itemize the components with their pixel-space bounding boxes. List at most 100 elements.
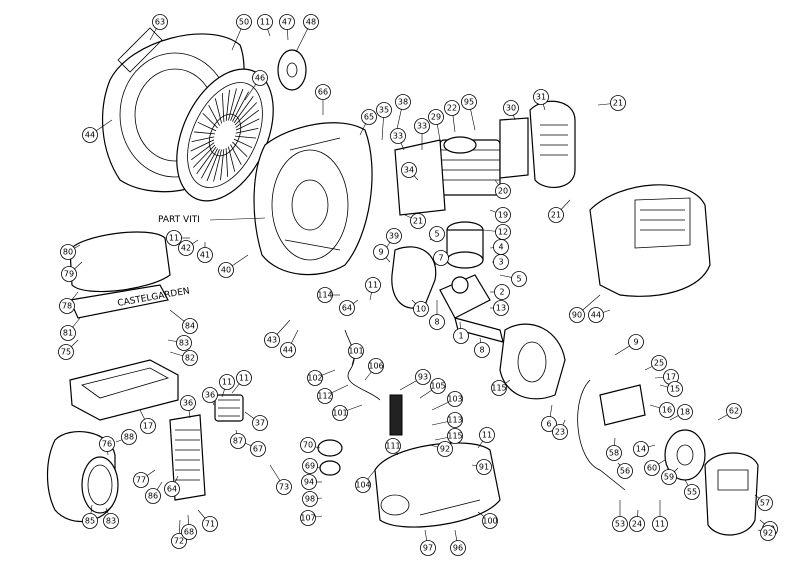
callout-circle bbox=[447, 412, 463, 428]
callout-number: 78 bbox=[62, 302, 72, 311]
cylinder bbox=[394, 136, 501, 216]
callout-58: 58 bbox=[606, 445, 622, 461]
callout-number: 14 bbox=[636, 445, 646, 454]
callout-86: 86 bbox=[145, 488, 161, 504]
callout-114: 114 bbox=[317, 287, 333, 303]
callout-circle bbox=[178, 240, 194, 256]
callout-circle bbox=[166, 230, 182, 246]
callout-number: 64 bbox=[167, 485, 177, 494]
callout-96: 96 bbox=[450, 540, 466, 556]
callout-circle bbox=[495, 183, 511, 199]
callout-103: 103 bbox=[447, 391, 463, 407]
callout-71: 71 bbox=[202, 516, 218, 532]
callout-number: 84 bbox=[185, 322, 195, 331]
callout-circle bbox=[300, 437, 316, 453]
fan-blade bbox=[230, 88, 244, 121]
callout-circle bbox=[552, 424, 568, 440]
engine-shroud bbox=[589, 184, 711, 297]
part-viti-label: PART VITI bbox=[158, 215, 200, 225]
callout-circle bbox=[414, 118, 430, 134]
callout-number: 11 bbox=[260, 18, 270, 27]
callout-number: 6 bbox=[546, 420, 551, 429]
callout-number: 44 bbox=[591, 311, 601, 320]
callout-number: 87 bbox=[233, 437, 243, 446]
callout-circle bbox=[629, 516, 645, 532]
callout-number: 5 bbox=[516, 275, 521, 284]
air-filter-assembly: CASTELGARDEN bbox=[69, 231, 191, 421]
callout-circle bbox=[386, 228, 402, 244]
callout-circle bbox=[315, 84, 331, 100]
callout-72: 72 bbox=[171, 533, 187, 549]
callout-21: 21 bbox=[610, 95, 626, 111]
callout-number: 40 bbox=[221, 266, 231, 275]
callout-11: 11 bbox=[652, 516, 668, 532]
callout-number: 33 bbox=[393, 132, 403, 141]
callout-number: 11 bbox=[239, 374, 249, 383]
callout-circle bbox=[415, 369, 431, 385]
fan-blade bbox=[232, 91, 249, 122]
callout-circle bbox=[61, 266, 77, 282]
callout-16: 16 bbox=[659, 402, 675, 418]
callout-101: 101 bbox=[348, 343, 364, 359]
fan-blade bbox=[208, 104, 220, 126]
callout-98: 98 bbox=[302, 491, 318, 507]
callout-number: 21 bbox=[551, 211, 561, 220]
callout-circle bbox=[447, 428, 463, 444]
callout-22: 22 bbox=[444, 100, 460, 116]
callout-circle bbox=[652, 516, 668, 532]
carburettor bbox=[214, 394, 244, 422]
fan-blade bbox=[233, 138, 253, 149]
callout-33: 33 bbox=[390, 128, 406, 144]
callout-42: 42 bbox=[178, 240, 194, 256]
callout-number: 4 bbox=[498, 243, 503, 252]
fan-blade bbox=[206, 149, 220, 182]
callout-64: 64 bbox=[339, 300, 355, 316]
callout-8: 8 bbox=[474, 342, 490, 358]
callout-number: 36 bbox=[183, 399, 193, 408]
callout-circle bbox=[348, 343, 364, 359]
callout-circle bbox=[145, 488, 161, 504]
callout-number: 53 bbox=[615, 520, 625, 529]
callout-number: 96 bbox=[453, 544, 463, 553]
callout-circle bbox=[726, 403, 742, 419]
fan-blade bbox=[194, 131, 215, 135]
callout-18: 18 bbox=[677, 404, 693, 420]
callout-circle bbox=[429, 226, 445, 242]
callout-circle bbox=[252, 415, 268, 431]
callout-number: 115 bbox=[491, 384, 506, 393]
crankcase bbox=[391, 246, 566, 400]
callout-circle bbox=[252, 70, 268, 86]
callout-number: 11 bbox=[368, 281, 378, 290]
callout-circle bbox=[180, 395, 196, 411]
callout-5: 5 bbox=[511, 271, 527, 287]
fan-blade bbox=[190, 139, 215, 152]
fan-blade bbox=[232, 141, 248, 158]
callout-number: 100 bbox=[482, 517, 497, 526]
callout-number: 24 bbox=[632, 520, 642, 529]
callout-24: 24 bbox=[629, 516, 645, 532]
callout-number: 112 bbox=[317, 392, 332, 401]
callout-11: 11 bbox=[479, 427, 495, 443]
callout-number: 9 bbox=[633, 338, 638, 347]
callout-number: 113 bbox=[447, 416, 462, 425]
fan-blade bbox=[201, 148, 218, 179]
callout-circle bbox=[447, 391, 463, 407]
callout-circle bbox=[236, 14, 252, 30]
piston bbox=[446, 221, 484, 269]
callout-number: 83 bbox=[179, 339, 189, 348]
callout-circle bbox=[279, 14, 295, 30]
callout-35: 35 bbox=[376, 102, 392, 118]
callout-101: 101 bbox=[332, 405, 348, 421]
fan-blade bbox=[193, 144, 216, 168]
muffler bbox=[499, 100, 576, 188]
callout-circle bbox=[628, 334, 644, 350]
callout-36: 36 bbox=[180, 395, 196, 411]
callout-circle bbox=[140, 418, 156, 434]
fan-blade bbox=[202, 112, 218, 129]
callout-102: 102 bbox=[307, 370, 323, 386]
callout-44: 44 bbox=[280, 342, 296, 358]
callout-46: 46 bbox=[252, 70, 268, 86]
callout-circle bbox=[368, 358, 384, 374]
callout-17: 17 bbox=[140, 418, 156, 434]
callout-number: 103 bbox=[447, 395, 462, 404]
